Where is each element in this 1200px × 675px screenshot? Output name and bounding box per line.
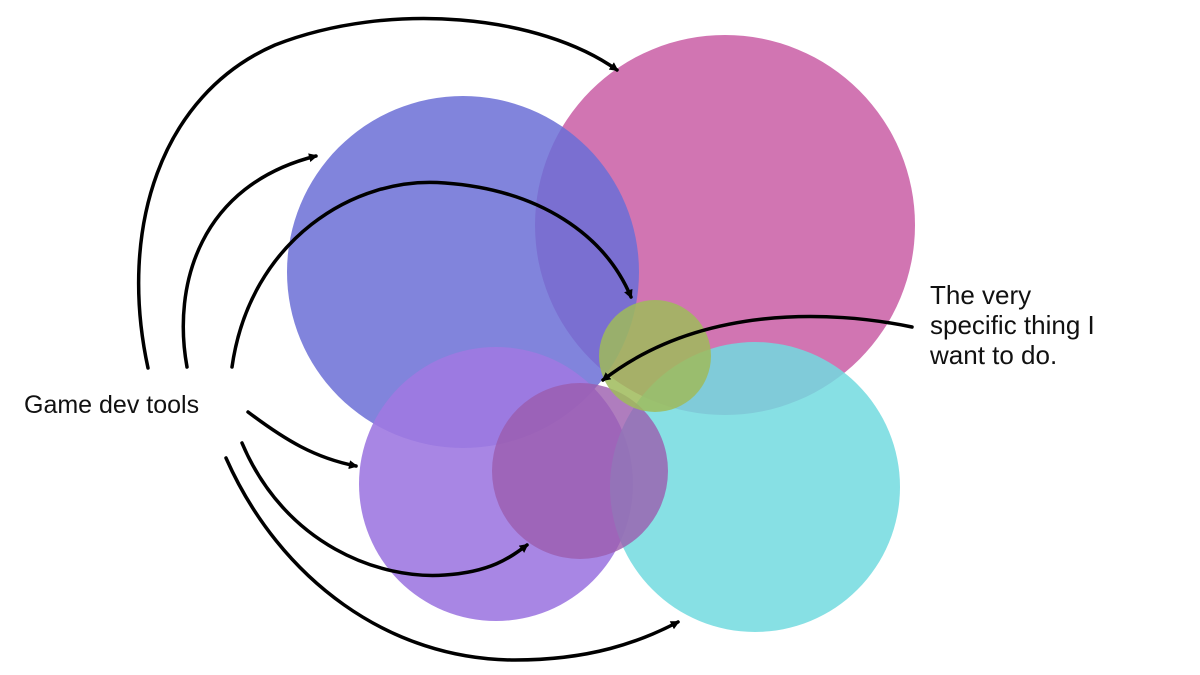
tool-arrows — [136, 16, 680, 662]
teal-circle — [610, 342, 900, 632]
arrow-to-intersection — [230, 180, 633, 369]
mauve-circle — [492, 383, 668, 559]
game-dev-tools-label: Game dev tools — [24, 391, 200, 419]
arrow-to-teal-circle — [224, 456, 680, 662]
arrow-to-specific-thing — [601, 314, 914, 382]
tool-circles — [287, 35, 915, 632]
arrow-to-mauve-circle — [240, 441, 529, 578]
arrow-to-pink-circle — [136, 16, 619, 370]
arrow-to-blue-circle — [181, 153, 318, 369]
green-circle — [599, 300, 711, 412]
specific-thing-label: The very specific thing I want to do. — [930, 280, 1095, 370]
arrow-to-purple-circle — [246, 410, 358, 470]
